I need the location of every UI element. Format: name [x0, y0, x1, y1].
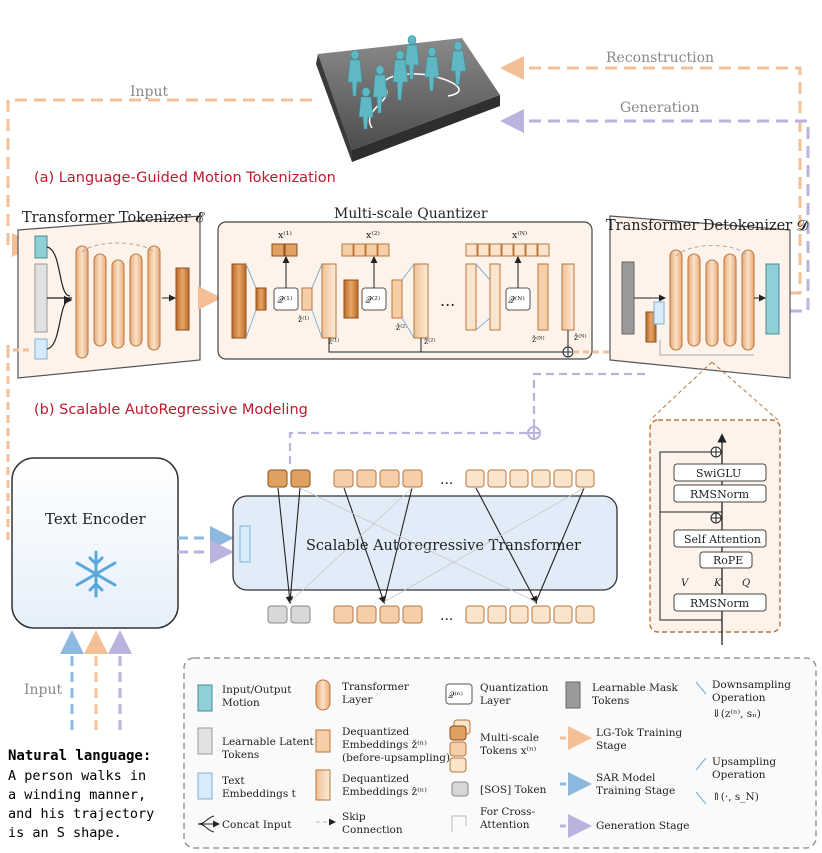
- text-encoder: Text Encoder: [11, 457, 179, 629]
- rmsnorm-top-block: RMSNorm: [690, 488, 750, 501]
- svg-text:LG-Tok Training: LG-Tok Training: [596, 727, 682, 739]
- svg-text:Quantization: Quantization: [480, 682, 549, 694]
- generation-flow-label: Generation: [620, 100, 699, 116]
- svg-text:Upsampling: Upsampling: [712, 756, 776, 768]
- svg-text:ẑ⁽²⁾: ẑ⁽²⁾: [424, 337, 435, 346]
- svg-text:Embeddings t: Embeddings t: [222, 788, 297, 800]
- svg-text:is an S shape.: is an S shape.: [8, 825, 122, 841]
- svg-text:⇓(z⁽ⁿ⁾, sₙ): ⇓(z⁽ⁿ⁾, sₙ): [712, 708, 761, 720]
- svg-text:Input/Output: Input/Output: [222, 684, 292, 696]
- svg-text:...: ...: [440, 472, 453, 488]
- svg-text:[SOS] Token: [SOS] Token: [480, 784, 547, 796]
- svg-text:x⁽ᴺ⁾: x⁽ᴺ⁾: [512, 230, 527, 241]
- svg-text:𝒬⁽²⁾: 𝒬⁽²⁾: [365, 295, 380, 306]
- section-a-title: (a) Language-Guided Motion Tokenization: [34, 170, 336, 186]
- svg-text:and his trajectory: and his trajectory: [8, 806, 154, 822]
- svg-text:Motion: Motion: [222, 697, 260, 709]
- svg-text:Stage: Stage: [596, 740, 627, 752]
- reconstruction-flow-label: Reconstruction: [606, 50, 714, 66]
- tokenizer-title: Transformer Tokenizer 𝓔: [22, 210, 205, 226]
- learnable-mask-tokens: [621, 261, 635, 335]
- svg-text:...: ...: [440, 291, 455, 310]
- sar-output-tokens: [267, 469, 311, 488]
- output-motion-token: [765, 263, 780, 335]
- svg-text:x⁽²⁾: x⁽²⁾: [366, 230, 380, 241]
- svg-text:Embeddings ž⁽ⁿ⁾: Embeddings ž⁽ⁿ⁾: [342, 739, 427, 751]
- sar-input-tokens: [267, 605, 311, 624]
- generation-flow-line: [500, 109, 810, 313]
- svg-text:V: V: [681, 578, 690, 589]
- rmsnorm-bottom-block: RMSNorm: [690, 597, 750, 610]
- svg-text:Layer: Layer: [480, 695, 511, 707]
- svg-text:SAR Model: SAR Model: [596, 772, 656, 784]
- svg-text:Tokens: Tokens: [592, 695, 629, 707]
- svg-text:Dequantized: Dequantized: [342, 726, 409, 738]
- detokenizer-title: Transformer Detokenizer 𝓓: [606, 218, 810, 234]
- svg-text:ẑ⁽ᴺ⁾: ẑ⁽ᴺ⁾: [574, 333, 587, 342]
- svg-text:Transformer: Transformer: [342, 681, 410, 693]
- rope-block: RoPE: [713, 554, 743, 567]
- learnable-latent-tokens: [34, 263, 48, 333]
- svg-text:For Cross-: For Cross-: [480, 806, 536, 818]
- legend: Input/Output Motion Learnable Latent Tok…: [183, 657, 817, 849]
- text-embedding-token: [34, 338, 48, 360]
- svg-text:K: K: [713, 578, 722, 589]
- multi-scale-quantizer: Multi-scale Quantizer 𝒬⁽¹⁾ x⁽¹⁾ ž⁽¹⁾ ẑ⁽¹…: [217, 206, 593, 360]
- input-bottom-label: Input: [24, 682, 63, 698]
- svg-text:A person walks in: A person walks in: [8, 768, 146, 784]
- input-flow-label: Input: [130, 84, 169, 100]
- quantizer-title: Multi-scale Quantizer: [334, 206, 488, 222]
- swiglu-block: SwiGLU: [696, 467, 741, 480]
- svg-text:Connection: Connection: [342, 824, 403, 836]
- svg-text:Multi-scale: Multi-scale: [480, 732, 539, 744]
- svg-text:Operation: Operation: [712, 769, 766, 781]
- svg-text:Attention: Attention: [479, 819, 530, 831]
- svg-text:ž⁽¹⁾: ž⁽¹⁾: [298, 315, 309, 324]
- text-encoder-label: Text Encoder: [45, 510, 146, 528]
- section-b-title: (b) Scalable AutoRegressive Modeling: [34, 402, 308, 418]
- self-attention-block: Self Attention: [684, 533, 761, 546]
- svg-text:(before-upsampling): (before-upsampling): [342, 752, 450, 764]
- reconstruction-flow-line: [500, 56, 802, 295]
- natural-language-title: Natural language:: [8, 748, 151, 764]
- svg-text:a winding manner,: a winding manner,: [8, 787, 146, 803]
- svg-text:Tokens: Tokens: [222, 749, 259, 761]
- svg-text:Q: Q: [742, 578, 750, 589]
- svg-text:...: ...: [440, 608, 453, 624]
- svg-text:Training Stage: Training Stage: [596, 785, 675, 797]
- svg-text:ž⁽ᴺ⁾: ž⁽ᴺ⁾: [532, 335, 545, 344]
- input-motion-token: [34, 235, 48, 259]
- svg-text:𝒬⁽ⁿ⁾: 𝒬⁽ⁿ⁾: [448, 690, 463, 701]
- svg-text:Generation Stage: Generation Stage: [596, 820, 689, 832]
- transformer-block-detail: SwiGLU RMSNorm Self Attention RoPE RMSNo…: [649, 419, 781, 645]
- svg-text:Text: Text: [222, 775, 245, 787]
- motion-scene-image: [316, 35, 500, 162]
- svg-text:ẑ⁽¹⁾: ẑ⁽¹⁾: [328, 337, 339, 346]
- latent-output-token: [175, 267, 190, 331]
- svg-text:Layer: Layer: [342, 694, 373, 706]
- svg-text:𝒬⁽¹⁾: 𝒬⁽¹⁾: [277, 295, 292, 306]
- svg-text:Learnable Mask: Learnable Mask: [592, 682, 679, 694]
- svg-text:Operation: Operation: [712, 692, 766, 704]
- transformer-detokenizer: Transformer Detokenizer 𝓓: [606, 215, 810, 379]
- sar-label: Scalable Autoregressive Transformer: [306, 538, 581, 554]
- transformer-tokenizer: Transformer Tokenizer 𝓔: [17, 210, 205, 379]
- snowflake-icon: [75, 550, 117, 598]
- svg-text:Tokens x⁽ⁿ⁾: Tokens x⁽ⁿ⁾: [480, 745, 537, 757]
- svg-text:Dequantized: Dequantized: [342, 773, 409, 785]
- svg-text:ž⁽²⁾: ž⁽²⁾: [396, 323, 407, 332]
- sar-transformer: Scalable Autoregressive Transformer: [232, 495, 618, 591]
- svg-text:⇑(·, s_N): ⇑(·, s_N): [712, 791, 759, 803]
- tokenizer-transformer-layers: [75, 245, 161, 359]
- svg-text:Concat Input: Concat Input: [222, 819, 292, 831]
- svg-text:𝒬⁽ᴺ⁾: 𝒬⁽ᴺ⁾: [508, 295, 525, 306]
- svg-text:x⁽¹⁾: x⁽¹⁾: [278, 230, 292, 241]
- svg-text:Skip: Skip: [342, 811, 366, 823]
- natural-language-prompt: Natural language: A person walks in a wi…: [8, 748, 154, 841]
- svg-text:Embeddings ẑ⁽ⁿ⁾: Embeddings ẑ⁽ⁿ⁾: [342, 786, 427, 798]
- svg-text:Learnable Latent: Learnable Latent: [222, 736, 315, 748]
- svg-text:Downsampling: Downsampling: [712, 679, 791, 691]
